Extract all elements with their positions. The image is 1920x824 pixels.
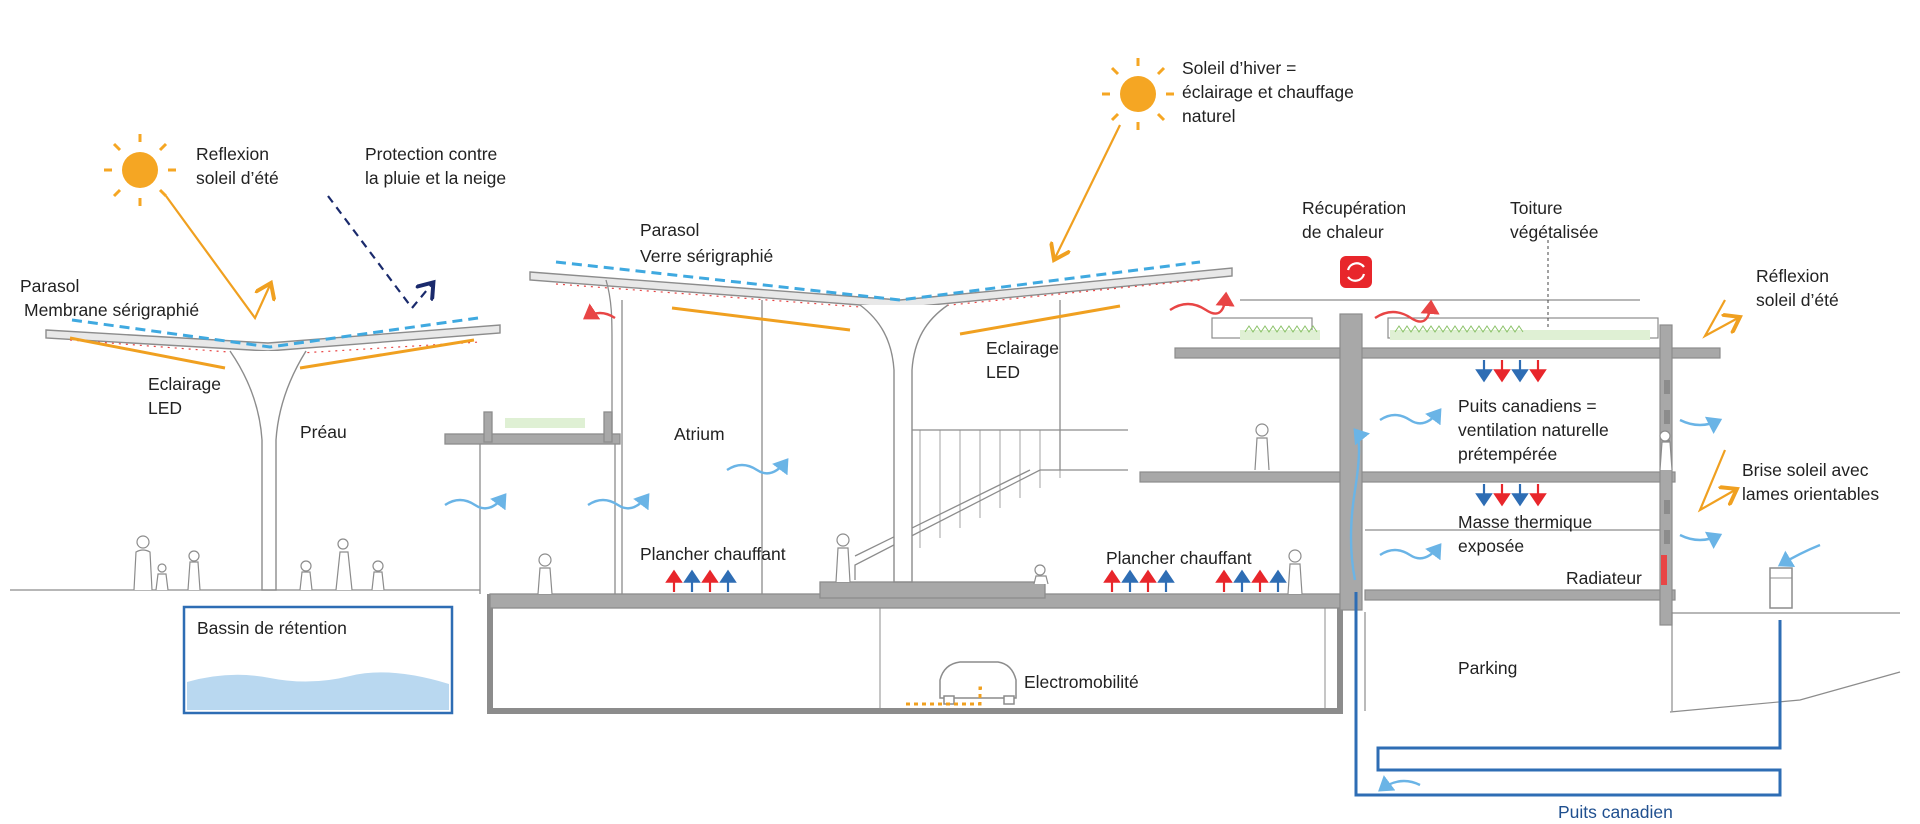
warm-air-arrows <box>583 291 1440 323</box>
label-parasol-left-2: Membrane sérigraphié <box>24 300 199 320</box>
label-reflexion-ete-right-1: Réflexion <box>1756 266 1829 286</box>
parasol-left <box>45 316 501 591</box>
car-icon <box>939 661 1017 705</box>
label-brise-soleil-2: lames orientables <box>1742 484 1879 504</box>
retention-basin <box>182 605 454 715</box>
right-building <box>1139 299 1721 711</box>
label-bassin: Bassin de rétention <box>197 618 347 638</box>
label-soleil-hiver-1: Soleil d’hiver = <box>1182 58 1296 78</box>
label-puits-canadiens-1: Puits canadiens = <box>1458 396 1597 416</box>
label-atrium: Atrium <box>674 424 725 444</box>
label-recuperation-2: de chaleur <box>1302 222 1384 242</box>
label-radiateur: Radiateur <box>1566 568 1642 588</box>
air-flow-arrows <box>444 408 1821 792</box>
heat-recovery-icon <box>1340 256 1372 288</box>
label-eclairage-left-2: LED <box>148 398 182 418</box>
floor-heating-arrows <box>665 360 1547 592</box>
vent-box-icon <box>1769 567 1793 609</box>
label-toiture-1: Toiture <box>1510 198 1563 218</box>
label-soleil-hiver-3: naturel <box>1182 106 1236 126</box>
label-preau: Préau <box>300 422 347 442</box>
label-reflexion-ete-left-2: soleil d’été <box>196 168 279 188</box>
charging-line <box>906 686 986 706</box>
labels: Reflexion soleil d’été Protection contre… <box>20 58 1879 822</box>
label-protection-1: Protection contre <box>365 144 497 164</box>
label-electromobilite: Electromobilité <box>1024 672 1139 692</box>
label-parking: Parking <box>1458 658 1517 678</box>
sun-icon <box>1102 58 1174 130</box>
ground <box>10 589 1901 713</box>
label-soleil-hiver-2: éclairage et chauffage <box>1182 82 1354 102</box>
label-toiture-2: végétalisée <box>1510 222 1599 242</box>
label-masse-thermique-2: exposée <box>1458 536 1524 556</box>
label-brise-soleil-1: Brise soleil avec <box>1742 460 1869 480</box>
sun-rays <box>165 124 1738 513</box>
label-masse-thermique-1: Masse thermique <box>1458 512 1592 532</box>
label-parasol-left-1: Parasol <box>20 276 79 296</box>
sun-icon <box>104 134 176 206</box>
label-puits-canadiens-2: ventilation naturelle <box>1458 420 1609 440</box>
label-eclairage-left-1: Eclairage <box>148 374 221 394</box>
label-recuperation-1: Récupération <box>1302 198 1406 218</box>
label-reflexion-ete-left-1: Reflexion <box>196 144 269 164</box>
rain-arrow <box>327 195 432 310</box>
canadian-well-pipe <box>1354 592 1782 797</box>
label-protection-2: la pluie et la neige <box>365 168 506 188</box>
label-puits-canadiens-3: prétempérée <box>1458 444 1557 464</box>
label-eclairage-mid-2: LED <box>986 362 1020 382</box>
parasol-middle <box>529 260 1233 583</box>
person-icon <box>133 423 1673 595</box>
label-eclairage-mid-1: Eclairage <box>986 338 1059 358</box>
label-parasol-mid-1: Parasol <box>640 220 699 240</box>
label-plancher-left: Plancher chauffant <box>640 544 786 564</box>
label-plancher-right: Plancher chauffant <box>1106 548 1252 568</box>
label-puits-canadien: Puits canadien <box>1558 802 1673 822</box>
central-building <box>444 300 1343 714</box>
label-parasol-mid-2: Verre sérigraphié <box>640 246 773 266</box>
label-reflexion-ete-right-2: soleil d’été <box>1756 290 1839 310</box>
